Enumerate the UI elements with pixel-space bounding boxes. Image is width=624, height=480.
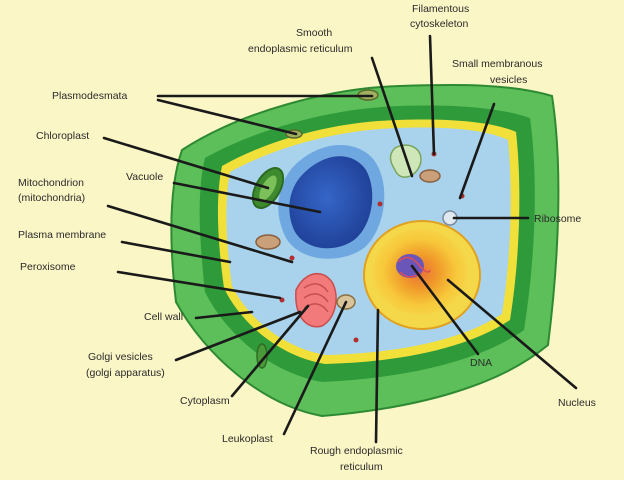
leader-lines bbox=[102, 34, 578, 444]
label-dna: DNA bbox=[470, 357, 492, 369]
golgi-apparatus bbox=[295, 272, 337, 328]
label-smooth-er: Smooth bbox=[296, 27, 332, 39]
label-cell-wall: Cell wall bbox=[144, 311, 183, 323]
mitochondrion bbox=[255, 234, 281, 250]
label-plasma-membrane: Plasma membrane bbox=[18, 229, 106, 241]
mitochondrion-2 bbox=[419, 169, 441, 183]
label-cytoskeleton: cytoskeleton bbox=[410, 18, 469, 30]
label-small-vesicles: Small membranous bbox=[452, 58, 542, 70]
label-plasmodesmata: Plasmodesmata bbox=[52, 90, 127, 102]
label-vacuole: Vacuole bbox=[126, 171, 163, 183]
label-rough-er-2: reticulum bbox=[340, 461, 383, 473]
label-peroxisome: Peroxisome bbox=[20, 261, 76, 273]
label-nucleus: Nucleus bbox=[558, 397, 596, 409]
label-leukoplast: Leukoplast bbox=[222, 433, 273, 445]
label-golgi-apparatus: (golgi apparatus) bbox=[86, 367, 165, 379]
vacuole-core bbox=[289, 156, 373, 249]
label-golgi-vesicles: Golgi vesicles bbox=[88, 351, 153, 363]
label-mitochondrion: Mitochondrion bbox=[18, 177, 84, 189]
label-mitochondria: (mitochondria) bbox=[18, 192, 85, 204]
label-cytoplasm: Cytoplasm bbox=[180, 395, 230, 407]
label-rough-er: Rough endoplasmic bbox=[310, 445, 403, 457]
label-filamentous: Filamentous bbox=[412, 3, 469, 15]
label-ribosome: Ribosome bbox=[534, 213, 581, 225]
label-vesicles: vesicles bbox=[490, 74, 527, 86]
label-smooth-er-2: endoplasmic reticulum bbox=[248, 43, 353, 55]
label-chloroplast: Chloroplast bbox=[36, 130, 89, 142]
